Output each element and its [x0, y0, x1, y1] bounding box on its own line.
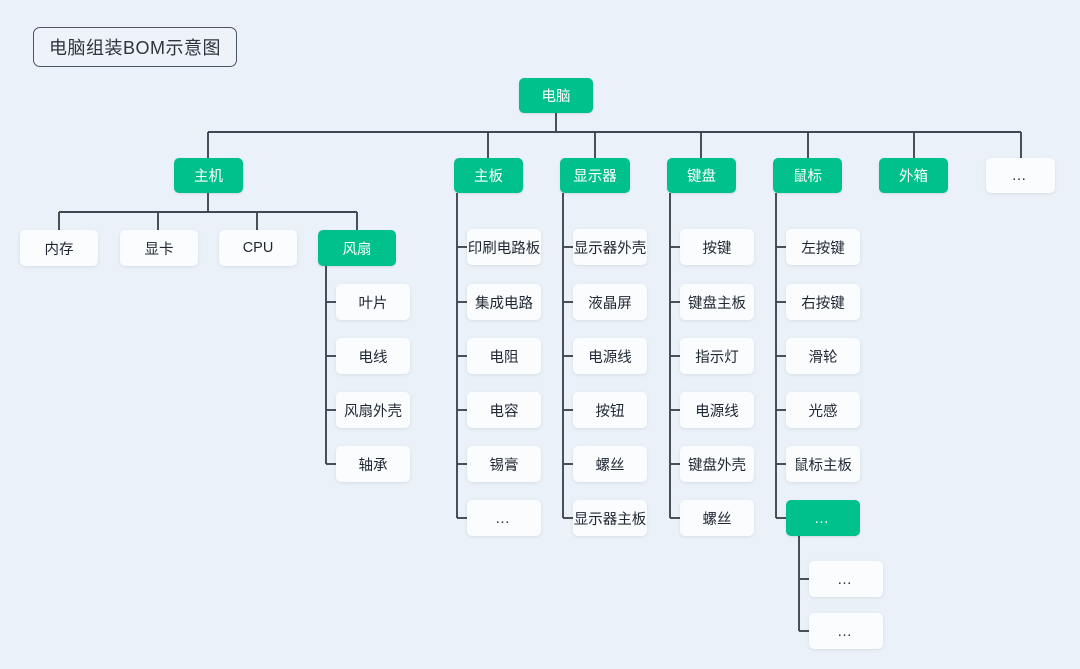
node-fan-blade[interactable]: 叶片 — [336, 284, 410, 320]
node-left-button[interactable]: 左按键 — [786, 229, 860, 265]
node-monitor-screw[interactable]: 螺丝 — [573, 446, 647, 482]
node-fan[interactable]: 风扇 — [318, 230, 396, 266]
node-monitor-shell[interactable]: 显示器外壳 — [573, 229, 647, 265]
node-keyboard-power-cord[interactable]: 电源线 — [680, 392, 754, 428]
node-monitor-mainboard[interactable]: 显示器主板 — [573, 500, 647, 536]
node-solder-paste[interactable]: 锡膏 — [467, 446, 541, 482]
node-cpu[interactable]: CPU — [219, 230, 297, 266]
node-monitor[interactable]: 显示器 — [560, 158, 630, 193]
node-case[interactable]: 外箱 — [879, 158, 948, 193]
node-fan-shell[interactable]: 风扇外壳 — [336, 392, 410, 428]
diagram-title: 电脑组装BOM示意图 — [33, 27, 237, 67]
node-ic[interactable]: 集成电路 — [467, 284, 541, 320]
node-memory[interactable]: 内存 — [20, 230, 98, 266]
node-indicator-light[interactable]: 指示灯 — [680, 338, 754, 374]
node-mouse-more[interactable]: … — [786, 500, 860, 536]
node-lcd-panel[interactable]: 液晶屏 — [573, 284, 647, 320]
node-monitor-power-cord[interactable]: 电源线 — [573, 338, 647, 374]
node-key[interactable]: 按键 — [680, 229, 754, 265]
node-pcb[interactable]: 印刷电路板 — [467, 229, 541, 265]
node-mouse-mainboard[interactable]: 鼠标主板 — [786, 446, 860, 482]
node-host[interactable]: 主机 — [174, 158, 243, 193]
node-right-button[interactable]: 右按键 — [786, 284, 860, 320]
node-keyboard-screw[interactable]: 螺丝 — [680, 500, 754, 536]
node-resistor[interactable]: 电阻 — [467, 338, 541, 374]
node-keyboard-mainboard[interactable]: 键盘主板 — [680, 284, 754, 320]
node-mainboard[interactable]: 主板 — [454, 158, 523, 193]
node-capacitor[interactable]: 电容 — [467, 392, 541, 428]
node-fan-bearing[interactable]: 轴承 — [336, 446, 410, 482]
node-mouse-more-child-1[interactable]: … — [809, 561, 883, 597]
node-mouse[interactable]: 鼠标 — [773, 158, 842, 193]
node-more-level2[interactable]: … — [986, 158, 1055, 193]
node-mouse-more-child-2[interactable]: … — [809, 613, 883, 649]
node-gpu[interactable]: 显卡 — [120, 230, 198, 266]
node-keyboard[interactable]: 键盘 — [667, 158, 736, 193]
node-keyboard-shell[interactable]: 键盘外壳 — [680, 446, 754, 482]
node-optical-sensor[interactable]: 光感 — [786, 392, 860, 428]
node-monitor-button[interactable]: 按钮 — [573, 392, 647, 428]
node-scroll-wheel[interactable]: 滑轮 — [786, 338, 860, 374]
node-fan-wire[interactable]: 电线 — [336, 338, 410, 374]
node-mainboard-more[interactable]: … — [467, 500, 541, 536]
node-root-computer[interactable]: 电脑 — [519, 78, 593, 113]
